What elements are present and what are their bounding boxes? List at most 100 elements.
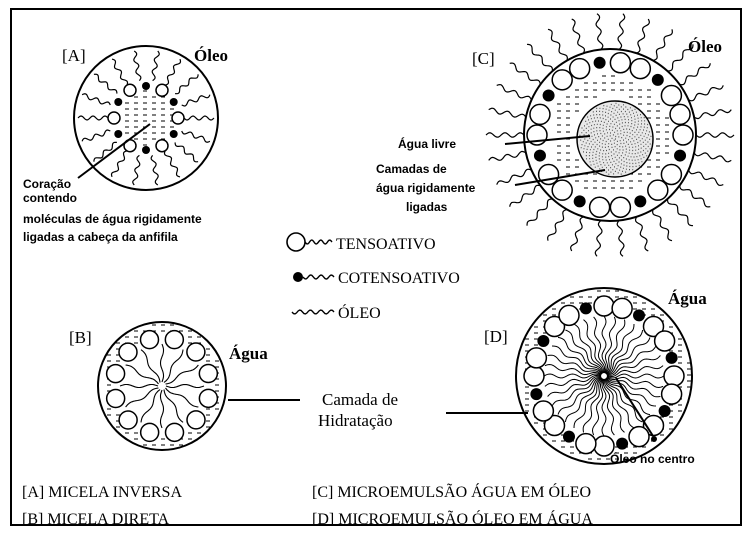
cosurfactant-head bbox=[651, 73, 664, 86]
oil-tail bbox=[605, 329, 644, 375]
oil-tail bbox=[693, 152, 732, 163]
oil-tail bbox=[547, 354, 602, 376]
oil-tail bbox=[617, 13, 626, 50]
cosurfactant-head bbox=[579, 302, 592, 315]
direct-micelle-b bbox=[97, 321, 227, 451]
panel-c-tag: [C] bbox=[472, 49, 495, 68]
oil-tail bbox=[679, 185, 711, 208]
oil-tail bbox=[695, 132, 735, 138]
surfactant-head bbox=[198, 363, 219, 384]
oil-tail bbox=[81, 93, 111, 106]
oil-tail bbox=[602, 378, 615, 436]
oil-tail bbox=[526, 198, 553, 226]
oil-tail bbox=[543, 373, 602, 379]
oil-tail bbox=[93, 73, 118, 94]
cosurfactant-head bbox=[593, 56, 606, 69]
panel-a-caption-4: ligadas a cabeça da anfifila bbox=[23, 230, 178, 244]
cosurfactant-head bbox=[658, 405, 671, 417]
oil-tail bbox=[666, 198, 694, 227]
cosurfactant-head bbox=[530, 388, 543, 401]
cosurfactant-head bbox=[616, 437, 629, 450]
oil-tail bbox=[163, 389, 184, 423]
oil-tail bbox=[606, 377, 657, 407]
oil-tail bbox=[594, 220, 603, 257]
oil-tail bbox=[181, 130, 211, 143]
surfactant-head bbox=[628, 425, 650, 448]
oil-center-pointer-dot bbox=[651, 436, 657, 442]
inverse-micelle-a bbox=[73, 45, 219, 191]
surfactant-head bbox=[593, 295, 615, 317]
surfactant-head bbox=[529, 103, 551, 126]
oil-tail bbox=[571, 18, 586, 54]
legend-label-surfactant: TENSOATIVO bbox=[336, 236, 436, 253]
oil-tail bbox=[175, 74, 199, 95]
oil-tail bbox=[601, 315, 607, 374]
oil-tail bbox=[496, 168, 532, 185]
water-hatch bbox=[125, 90, 174, 146]
surfactant-head bbox=[609, 51, 632, 74]
oil-tail bbox=[591, 378, 604, 436]
surfactant-head bbox=[123, 83, 137, 98]
cosurfactant-head bbox=[169, 130, 178, 138]
water-hatch bbox=[107, 324, 219, 446]
key-c: [C] MICROEMULSÃO ÁGUA EM ÓLEO bbox=[312, 482, 591, 501]
bound-water-pointer-line bbox=[514, 169, 606, 186]
oil-tail bbox=[547, 208, 568, 241]
oil-tail bbox=[606, 345, 657, 375]
legend-icons bbox=[286, 232, 335, 315]
oil-tail bbox=[151, 50, 160, 82]
surfactant-head bbox=[171, 111, 185, 125]
cosurfactant-head bbox=[542, 89, 555, 102]
cosurfactant-icon bbox=[293, 272, 303, 282]
oil-tail bbox=[573, 323, 603, 374]
oil-tail bbox=[601, 378, 607, 437]
surfactant-head bbox=[588, 196, 611, 219]
surfactant-head bbox=[609, 196, 632, 219]
surfactant-head bbox=[543, 414, 566, 437]
hydration-label-2: Hidratação bbox=[318, 411, 393, 430]
free-water-label: Água livre bbox=[398, 136, 456, 151]
oil-tail bbox=[593, 316, 606, 374]
oil-tail bbox=[606, 376, 661, 398]
oil-tail bbox=[679, 63, 711, 86]
oil-tail bbox=[159, 389, 165, 429]
legend-label-oil: ÓLEO bbox=[338, 303, 381, 322]
surfactant-head bbox=[629, 57, 652, 80]
free-water-pointer-line bbox=[504, 135, 591, 145]
surfactant-head bbox=[164, 329, 185, 350]
oil-tail bbox=[652, 29, 673, 62]
surfactant-head bbox=[155, 138, 169, 153]
cosurfactant-head bbox=[114, 130, 123, 138]
cosurfactant-head bbox=[533, 149, 546, 162]
oil-tail bbox=[165, 364, 199, 385]
oil-tail bbox=[140, 389, 161, 423]
surfactant-head bbox=[660, 163, 683, 186]
surfactant-head bbox=[532, 400, 555, 422]
oil-in-water-microemulsion-d bbox=[515, 287, 693, 465]
oil-tail bbox=[547, 28, 568, 61]
oil-tail bbox=[509, 62, 541, 85]
oil-tail bbox=[111, 58, 129, 86]
surfactant-head bbox=[611, 297, 633, 320]
oil-tail bbox=[133, 50, 142, 81]
cosurfactant-tail-icon bbox=[302, 274, 335, 280]
surfactant-head bbox=[139, 329, 160, 350]
surfactant-head bbox=[653, 330, 676, 352]
surfactant-head bbox=[660, 84, 683, 107]
oil-tail bbox=[565, 329, 603, 374]
surfactant-head bbox=[660, 383, 683, 405]
oil-tail bbox=[526, 43, 554, 72]
oil-center-label: Óleo no centro bbox=[610, 451, 695, 466]
oil-tail bbox=[544, 374, 602, 387]
cosurfactant-head bbox=[633, 309, 645, 322]
oil-tail bbox=[165, 383, 205, 389]
cosurfactant-head bbox=[142, 82, 150, 90]
key-a: [A] MICELA INVERSA bbox=[22, 484, 182, 501]
surfactant-head bbox=[551, 179, 573, 201]
surfactant-head bbox=[105, 363, 126, 384]
oil-tail bbox=[150, 155, 159, 186]
panel-c-medium: Óleo bbox=[688, 37, 722, 56]
panel-d-tag: [D] bbox=[484, 327, 508, 346]
cosurfactant-head bbox=[634, 195, 647, 208]
